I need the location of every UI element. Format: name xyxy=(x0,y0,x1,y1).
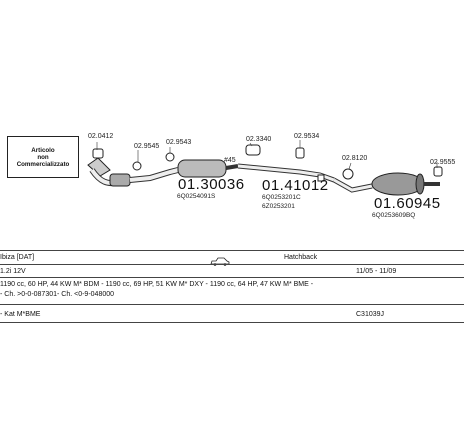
engine: 1.2i 12V xyxy=(0,268,26,275)
part-number-label[interactable]: 02.0412 xyxy=(88,133,114,140)
component-oe-2: 6Z0253201 xyxy=(262,203,295,210)
part-number-label[interactable]: 02.9555 xyxy=(430,159,456,166)
part-number-label[interactable]: 02.8120 xyxy=(342,155,368,162)
legend-line-1: Articolo xyxy=(31,146,55,154)
component-oe: 6Q0253609BQ xyxy=(372,212,416,219)
component-code[interactable]: 01.30036 xyxy=(178,176,245,193)
chassis-range: - Ch. >0-0-087301- Ch. <0-9-048000 xyxy=(0,291,115,298)
kit-label: - Kat M*BME xyxy=(0,311,41,318)
component-oe: 6Q0253201C xyxy=(262,194,301,201)
part-number-label[interactable]: 02.3340 xyxy=(246,136,272,143)
legend-box: Articolo non Commercializzato xyxy=(7,136,79,178)
part-number-label[interactable]: 02.9545 xyxy=(134,143,160,150)
divider xyxy=(0,250,464,251)
legend-line-2: non xyxy=(37,153,49,161)
legend-line-3: Commercializzato xyxy=(16,160,70,168)
component-code[interactable]: 01.60945 xyxy=(374,195,441,212)
front-pipe-drawing xyxy=(87,157,179,187)
car-icon xyxy=(210,253,230,266)
engine-detail: 1190 cc, 60 HP, 44 KW M* BDM - 1190 cc, … xyxy=(0,281,314,288)
divider xyxy=(0,277,464,278)
part-number-label[interactable]: 02.9543 xyxy=(166,139,192,146)
body-type: Hatchback xyxy=(284,254,318,261)
middle-pipe-drawing xyxy=(237,163,335,183)
dates: 11/05 - 11/09 xyxy=(356,268,397,275)
divider xyxy=(0,322,464,323)
centre-silencer-drawing xyxy=(177,159,239,178)
divider xyxy=(0,264,464,265)
component-code[interactable]: 01.41012 xyxy=(262,177,329,194)
kit-code[interactable]: C31039J xyxy=(356,311,385,318)
rear-silencer-drawing xyxy=(332,172,440,196)
part-number-label[interactable]: #45 xyxy=(224,157,236,164)
component-oe: 6Q0254091S xyxy=(177,193,216,200)
leader-lines xyxy=(96,140,438,170)
model-name: Ibiza [DAT] xyxy=(0,254,35,261)
divider xyxy=(0,304,464,305)
hangers-drawing xyxy=(92,144,443,182)
part-number-label[interactable]: 02.9534 xyxy=(294,133,320,140)
